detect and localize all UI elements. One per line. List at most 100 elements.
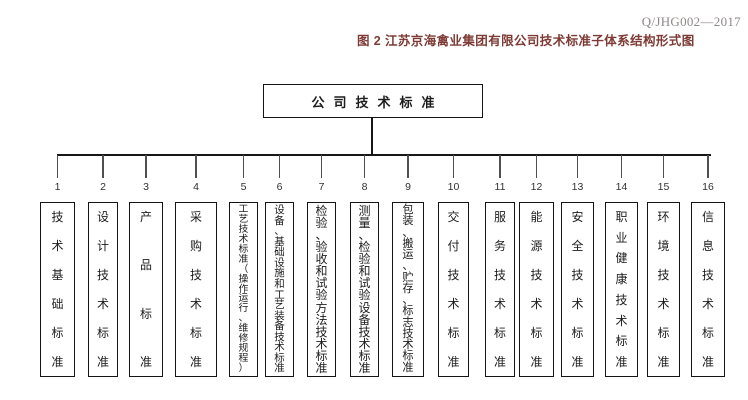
branch-label-char: 技 [96,268,109,282]
branch-box-7: 检验、验收和试验方法技术标准 [307,202,336,377]
branch-label-char: 准 [571,355,584,369]
connector-stub [278,155,281,178]
connector-stub [407,155,409,178]
branch-label-char: 收 [315,252,328,267]
branch-number: 5 [240,181,247,193]
branch-label-char: 和 [274,277,285,290]
branch-label-char: 工 [238,204,249,215]
branch-label-char: 标 [189,326,202,340]
branch-label-char: 技 [51,210,64,224]
branch-box-14: 职业健康技术标准 [605,202,638,377]
branch-box-3: 产品标准 [129,202,163,377]
branch-label-char: 量 [358,216,371,231]
branch-label-char: 检 [358,240,371,255]
branch-label-char: 技 [571,268,584,282]
branch-label-char: 技 [615,292,628,307]
branch-box-10: 交付技术标准 [438,202,469,377]
branch-label-char: 准 [402,361,414,374]
branch-number: 2 [100,181,106,193]
branch-label-char: 程 [238,353,249,365]
branch-label-char: 工 [274,288,285,301]
branch-label-char: 、 [358,228,371,243]
branch-label-char: 验 [315,288,328,303]
branch-label-char: 基 [51,268,64,282]
branch-label-char: 检 [315,204,328,218]
branch-label-char: 源 [530,239,543,253]
branch-label-char: 验 [315,216,328,231]
branch-label-char: 基 [274,235,285,248]
branch-box-11: 服务技术标准 [485,202,515,377]
branch-label-char: 术 [493,297,506,311]
connector-stub [499,155,501,178]
figure-title: 图 2 江苏京海禽业集团有限公司技术标准子体系结构形式图 [357,34,695,48]
branch-label-char: 包 [402,204,414,216]
branch-label-char: 和 [358,264,371,279]
branch-label-char: 运 [238,293,249,305]
branch-number: 6 [276,181,283,193]
connector-stub [56,155,59,178]
branch-label-char: 试 [358,276,371,291]
branch-label-char: 技 [493,268,506,282]
branch-label-char: 术 [657,297,670,311]
branch-label-char: 技 [530,268,543,282]
branch-box-13: 安全技术标准 [561,202,594,377]
branch-label-char: ） [238,363,249,374]
branch-label-char: 础 [51,297,64,311]
branch-label-char: 服 [493,210,506,224]
branch-label-char: 设 [358,300,371,315]
branch-label-char: 技 [238,223,249,235]
branch-label-char: 业 [615,230,628,245]
branch-number: 12 [530,181,543,193]
branch-number: 8 [361,181,368,193]
branch-number: 16 [702,181,714,193]
connector-horizontal-rail [57,154,711,156]
branch-label-char: 标 [315,348,328,363]
branch-label-char: 标 [402,305,414,318]
branch-label-char: 购 [189,239,202,253]
branch-label-char: 标 [51,326,64,340]
branch-label-char: 技 [701,268,714,282]
branch-label-char: 维 [238,323,249,335]
branch-label-char: 术 [274,341,285,354]
branch-number: 9 [405,181,411,193]
branch-label-char: 标 [358,348,371,363]
branch-label-char: 标 [493,326,506,340]
branch-label-char: 准 [139,354,152,369]
branch-label-char: 术 [189,297,202,311]
connector-stub [145,155,147,178]
branch-label-char: 技 [274,330,285,343]
branch-label-char: 备 [274,320,285,333]
branch-label-char: 交 [447,210,460,224]
connector-stub [102,155,104,178]
branch-label-char: 技 [657,268,670,282]
branch-label-char: 术 [96,297,109,311]
branch-label-char: 准 [358,360,371,375]
branch-box-2: 设计技术标准 [88,202,118,377]
connector-stub [535,155,538,178]
branch-label-char: 术 [358,336,371,351]
branch-label-char: 作 [238,283,249,295]
branch-label-char: 全 [571,239,584,253]
branch-label-char: 标 [615,334,628,349]
branch-label-char: 标 [657,326,670,340]
branch-label-char: 艺 [238,213,249,225]
branch-label-char: 标 [530,326,543,340]
branch-label-char: （ [238,263,249,275]
branch-label-char: 技 [402,327,414,340]
connector-stub [363,155,366,178]
branch-label-char: 准 [493,355,506,369]
branch-label-char: 康 [615,272,628,287]
branch-label-char: 品 [139,258,152,273]
branch-label-char: 标 [274,351,285,364]
branch-label-char: 和 [315,264,328,279]
connector-root-drop [371,117,373,155]
branch-label-char: 标 [447,326,460,340]
connector-stub [195,155,197,178]
branch-label-char: 设 [274,204,285,216]
branch-number: 4 [193,181,199,193]
branch-number: 11 [494,181,506,193]
branch-label-char: 准 [701,355,714,369]
branch-label-char: 存 [402,282,414,295]
branch-box-6: 设备、基础设施和工艺装备技术标准 [265,202,294,377]
